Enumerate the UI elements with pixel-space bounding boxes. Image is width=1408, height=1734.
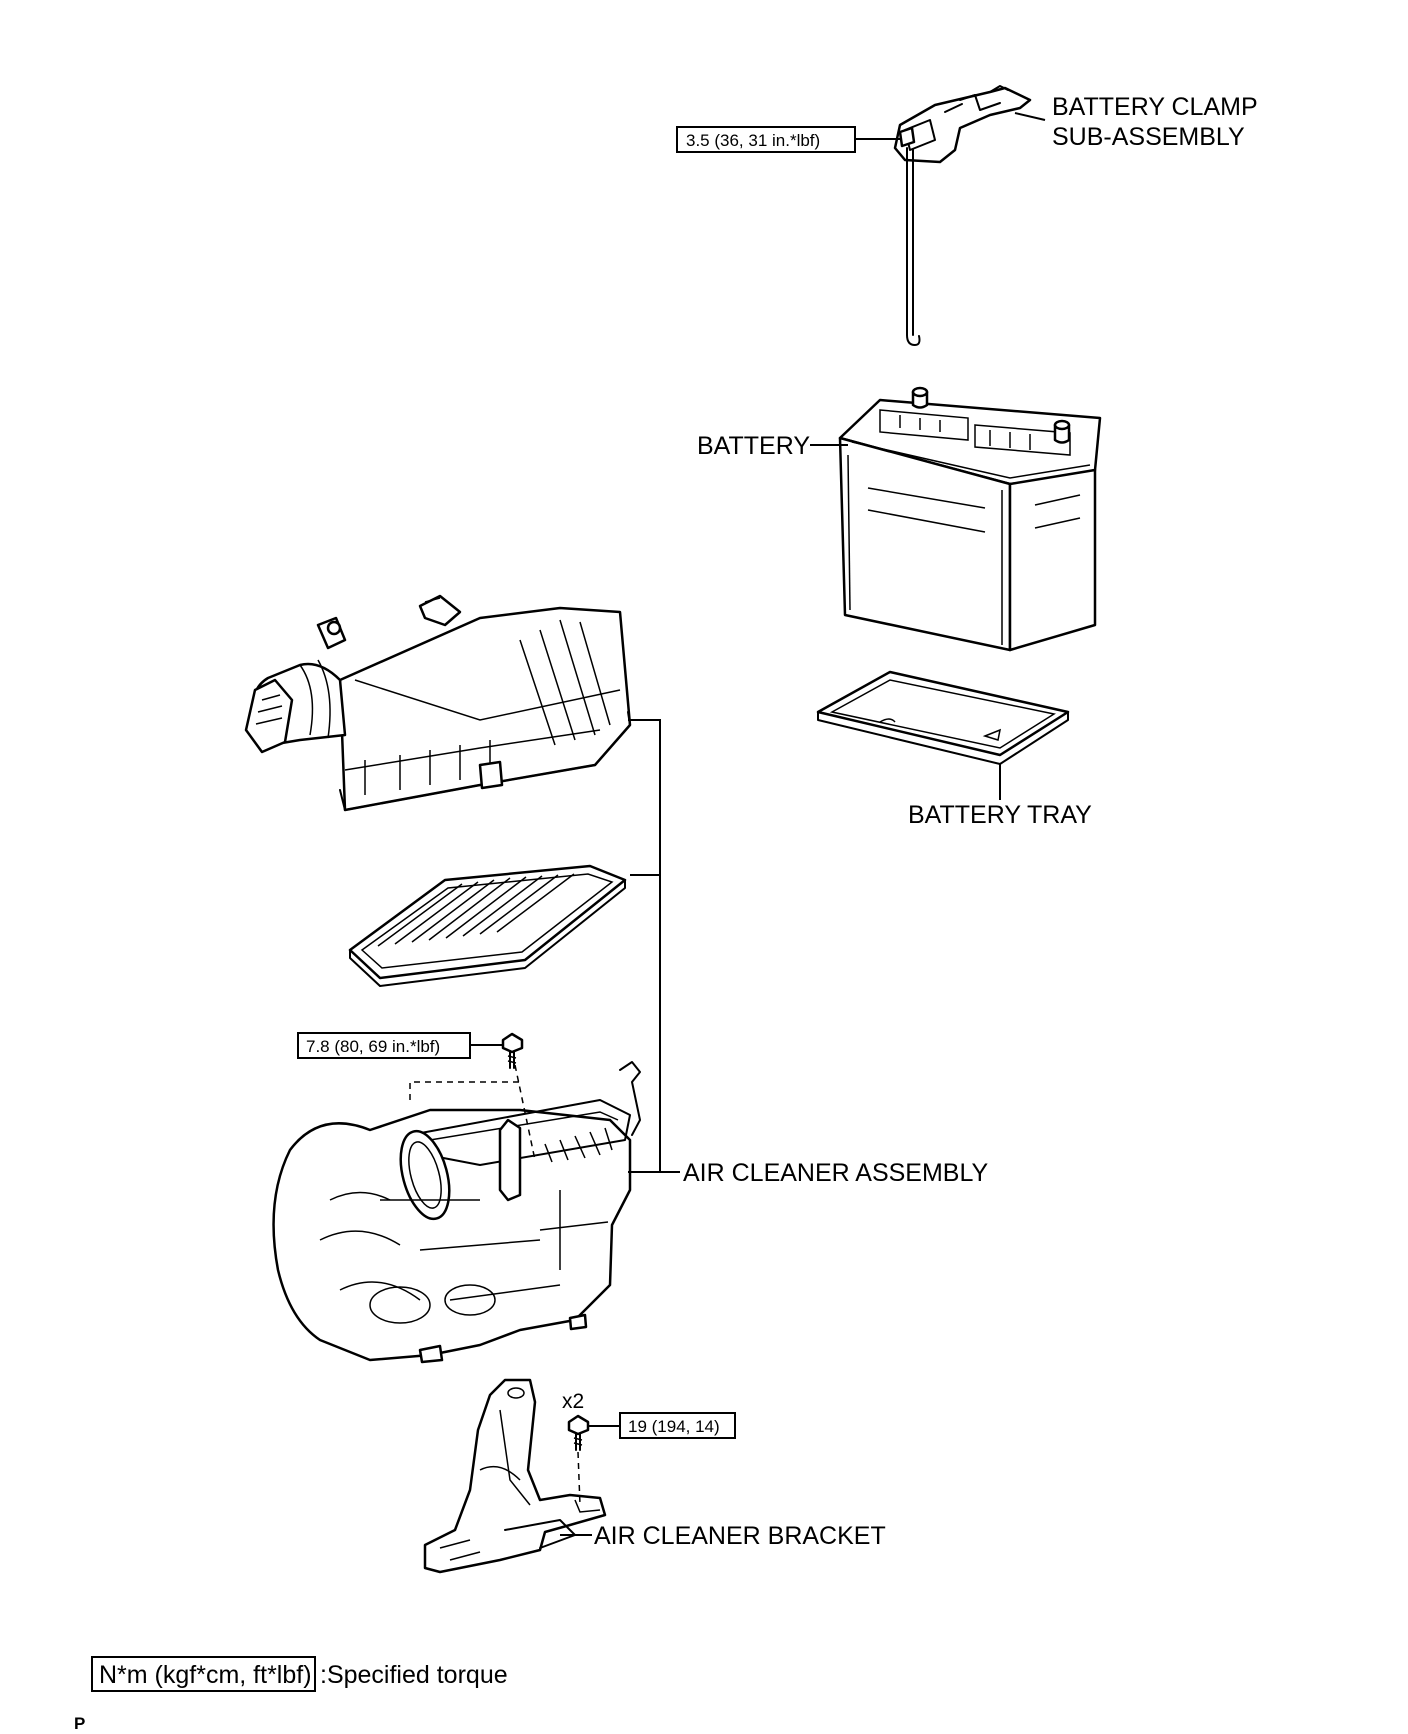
leader-battery-clamp bbox=[1014, 112, 1046, 121]
bracket-bolt-icon bbox=[567, 1414, 590, 1451]
battery-clamp-illustration bbox=[893, 85, 1032, 346]
air-cleaner-bolt-icon bbox=[501, 1032, 524, 1069]
air-cleaner-bracket-illustration bbox=[423, 1378, 607, 1574]
legend-description: :Specified torque bbox=[320, 1661, 508, 1689]
label-air-cleaner-bracket: AIR CLEANER BRACKET bbox=[594, 1522, 886, 1550]
air-cleaner-lower-case-illustration bbox=[272, 1061, 641, 1364]
legend-torque-units: N*m (kgf*cm, ft*lbf) bbox=[99, 1661, 312, 1689]
battery-tray-illustration bbox=[816, 670, 1070, 765]
air-filter-element-illustration bbox=[348, 864, 627, 987]
label-battery-clamp-line1: BATTERY CLAMP bbox=[1052, 93, 1258, 121]
air-cleaner-upper-case-illustration bbox=[244, 594, 632, 812]
page-marker: P bbox=[74, 1714, 85, 1733]
dashed-bolt-path-lower-case bbox=[409, 1064, 536, 1161]
torque-battery-clamp: 3.5 (36, 31 in.*lbf) bbox=[686, 131, 820, 150]
torque-box-battery-clamp bbox=[676, 126, 856, 153]
legend-torque-box bbox=[91, 1656, 316, 1692]
battery-illustration bbox=[838, 386, 1102, 652]
label-battery-clamp-line2: SUB-ASSEMBLY bbox=[1052, 123, 1245, 151]
torque-air-cleaner-bolt: 7.8 (80, 69 in.*lbf) bbox=[306, 1037, 440, 1056]
quantity-bracket-bolt: x2 bbox=[562, 1390, 584, 1413]
torque-bracket-bolt: 19 (194, 14) bbox=[628, 1417, 720, 1436]
torque-box-air-cleaner-bolt bbox=[297, 1032, 471, 1059]
grouping-bracket-air-cleaner bbox=[628, 719, 661, 1173]
torque-box-bracket-bolt bbox=[619, 1412, 736, 1439]
label-battery-tray: BATTERY TRAY bbox=[908, 801, 1092, 829]
label-air-cleaner-assembly: AIR CLEANER ASSEMBLY bbox=[683, 1159, 989, 1187]
label-battery: BATTERY bbox=[697, 432, 810, 460]
dashed-bolt-path-bracket bbox=[577, 1451, 581, 1506]
